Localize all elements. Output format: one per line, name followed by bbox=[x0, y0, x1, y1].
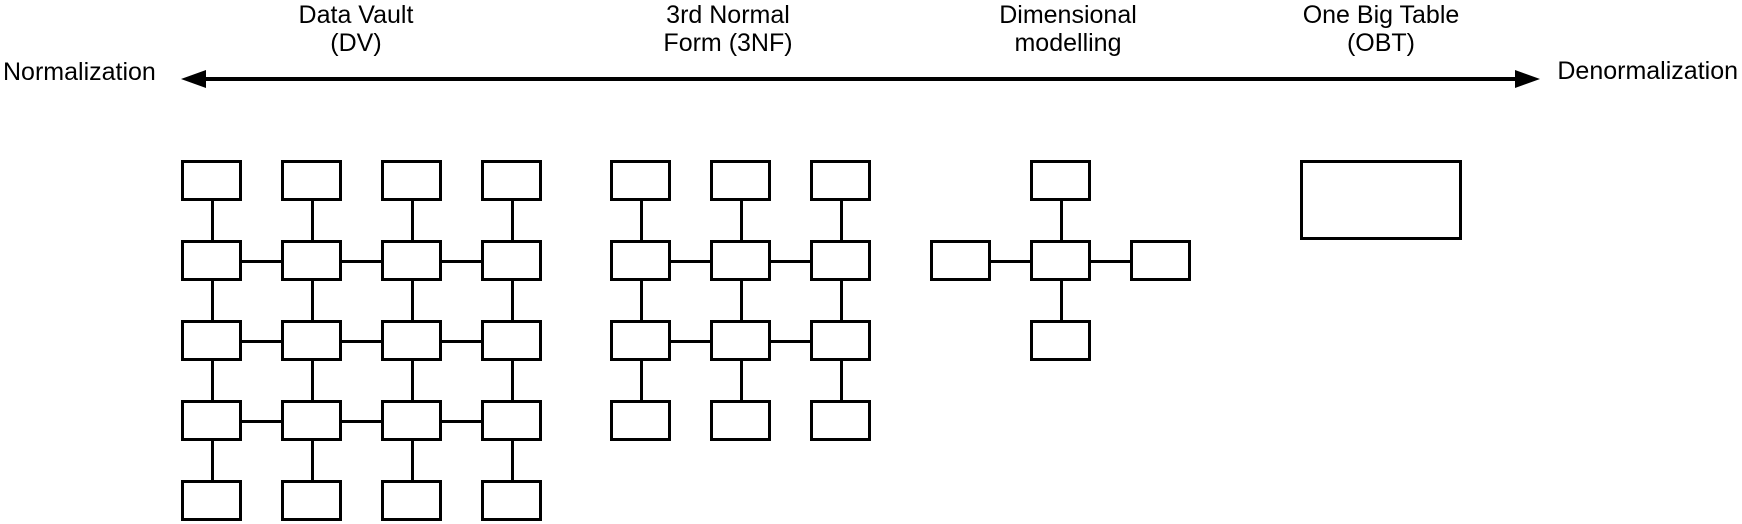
third-normal-form-table-box bbox=[610, 320, 671, 361]
label-dimensional-modelling: Dimensional modelling bbox=[999, 1, 1137, 57]
dimensional-modelling-table-box bbox=[1030, 320, 1091, 361]
dimensional-modelling-table-box bbox=[930, 240, 991, 281]
data-vault-connector-line bbox=[311, 281, 314, 320]
data-vault-connector-line bbox=[311, 201, 314, 240]
label-one-big-table: One Big Table (OBT) bbox=[1302, 1, 1460, 57]
data-vault-connector-line bbox=[511, 281, 514, 320]
data-vault-table-box bbox=[181, 160, 242, 201]
dimensional-modelling-table-box bbox=[1030, 160, 1091, 201]
third-normal-form-connector-line bbox=[771, 340, 810, 343]
label-third-normal-form: 3rd Normal Form (3NF) bbox=[663, 1, 793, 57]
data-vault-connector-line bbox=[511, 441, 514, 480]
data-vault-connector-line bbox=[442, 340, 481, 343]
dimensional-modelling-connector-line bbox=[1091, 260, 1130, 263]
data-vault-connector-line bbox=[211, 441, 214, 480]
data-vault-connector-line bbox=[242, 260, 281, 263]
third-normal-form-table-box bbox=[710, 160, 771, 201]
data-vault-table-box bbox=[381, 480, 442, 521]
data-vault-connector-line bbox=[411, 361, 414, 400]
arrowhead-left-icon bbox=[181, 70, 206, 88]
dimensional-modelling-table-box bbox=[1130, 240, 1191, 281]
dimensional-modelling-connector-line bbox=[1060, 281, 1063, 320]
dimensional-modelling-connector-line bbox=[1060, 201, 1063, 240]
one-big-table-table-box bbox=[1300, 160, 1462, 240]
data-vault-table-box bbox=[481, 400, 542, 441]
third-normal-form-connector-line bbox=[671, 260, 710, 263]
data-vault-table-box bbox=[381, 400, 442, 441]
data-vault-table-box bbox=[281, 480, 342, 521]
data-vault-table-box bbox=[281, 320, 342, 361]
data-vault-table-box bbox=[281, 240, 342, 281]
third-normal-form-connector-line bbox=[740, 281, 743, 320]
third-normal-form-table-box bbox=[810, 160, 871, 201]
third-normal-form-connector-line bbox=[840, 361, 843, 400]
third-normal-form-table-box bbox=[810, 240, 871, 281]
data-vault-table-box bbox=[381, 240, 442, 281]
third-normal-form-table-box bbox=[610, 160, 671, 201]
third-normal-form-connector-line bbox=[740, 201, 743, 240]
data-vault-table-box bbox=[381, 160, 442, 201]
data-vault-table-box bbox=[281, 160, 342, 201]
third-normal-form-connector-line bbox=[840, 201, 843, 240]
third-normal-form-connector-line bbox=[840, 281, 843, 320]
data-vault-table-box bbox=[481, 160, 542, 201]
data-vault-table-box bbox=[481, 240, 542, 281]
dimensional-modelling-table-box bbox=[1030, 240, 1091, 281]
data-vault-connector-line bbox=[342, 420, 381, 423]
data-vault-connector-line bbox=[511, 361, 514, 400]
data-vault-connector-line bbox=[211, 201, 214, 240]
data-vault-connector-line bbox=[211, 361, 214, 400]
axis-label-denormalization: Denormalization bbox=[1557, 57, 1738, 85]
data-vault-connector-line bbox=[311, 441, 314, 480]
third-normal-form-connector-line bbox=[740, 361, 743, 400]
third-normal-form-connector-line bbox=[671, 340, 710, 343]
data-vault-table-box bbox=[181, 400, 242, 441]
data-vault-connector-line bbox=[442, 260, 481, 263]
data-vault-table-box bbox=[281, 400, 342, 441]
data-vault-table-box bbox=[381, 320, 442, 361]
third-normal-form-table-box bbox=[710, 400, 771, 441]
axis-label-normalization: Normalization bbox=[3, 58, 156, 86]
label-data-vault: Data Vault (DV) bbox=[298, 1, 414, 57]
third-normal-form-connector-line bbox=[640, 201, 643, 240]
data-vault-connector-line bbox=[242, 340, 281, 343]
third-normal-form-table-box bbox=[710, 320, 771, 361]
data-vault-connector-line bbox=[442, 420, 481, 423]
data-vault-connector-line bbox=[211, 281, 214, 320]
data-vault-table-box bbox=[481, 320, 542, 361]
data-vault-table-box bbox=[481, 480, 542, 521]
third-normal-form-connector-line bbox=[771, 260, 810, 263]
data-vault-connector-line bbox=[342, 340, 381, 343]
data-vault-connector-line bbox=[411, 441, 414, 480]
third-normal-form-connector-line bbox=[640, 281, 643, 320]
third-normal-form-table-box bbox=[810, 400, 871, 441]
third-normal-form-connector-line bbox=[640, 361, 643, 400]
data-vault-connector-line bbox=[342, 260, 381, 263]
arrowhead-right-icon bbox=[1515, 70, 1540, 88]
data-vault-connector-line bbox=[411, 201, 414, 240]
data-vault-connector-line bbox=[242, 420, 281, 423]
data-vault-connector-line bbox=[311, 361, 314, 400]
third-normal-form-table-box bbox=[810, 320, 871, 361]
data-vault-connector-line bbox=[411, 281, 414, 320]
data-vault-connector-line bbox=[511, 201, 514, 240]
data-vault-table-box bbox=[181, 320, 242, 361]
third-normal-form-table-box bbox=[710, 240, 771, 281]
dimensional-modelling-connector-line bbox=[991, 260, 1030, 263]
data-vault-table-box bbox=[181, 480, 242, 521]
third-normal-form-table-box bbox=[610, 400, 671, 441]
data-vault-table-box bbox=[181, 240, 242, 281]
third-normal-form-table-box bbox=[610, 240, 671, 281]
